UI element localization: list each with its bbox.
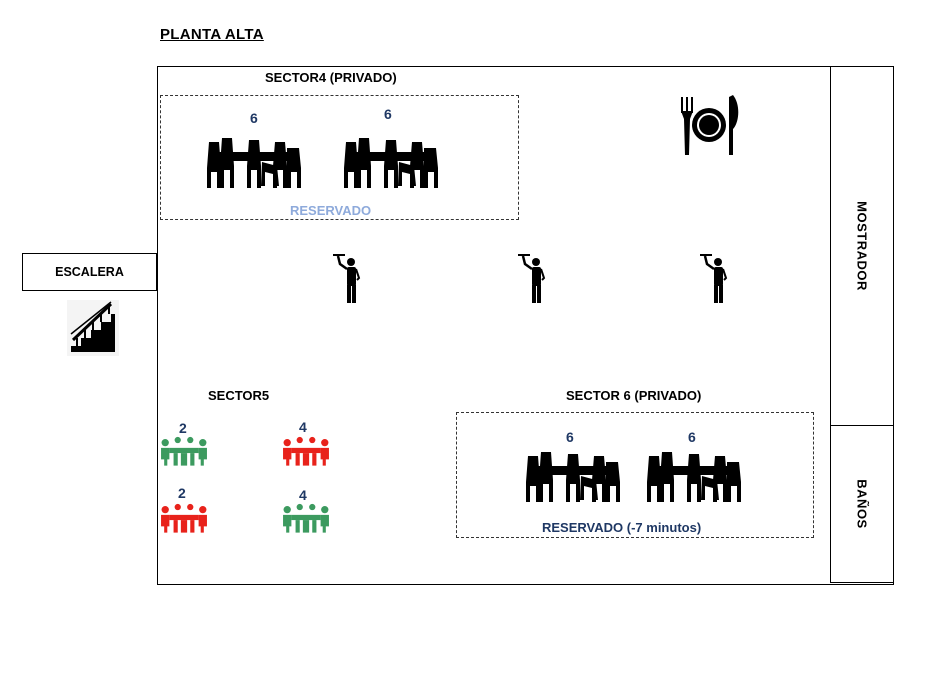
sector-4-area xyxy=(160,95,519,220)
waiter-icon xyxy=(331,250,361,308)
table-seat-count: 6 xyxy=(384,106,392,122)
table-seat-count: 6 xyxy=(250,110,258,126)
counter-area: MOSTRADOR xyxy=(830,66,894,426)
sector-6-label: SECTOR 6 (PRIVADO) xyxy=(566,388,702,403)
restrooms-label: BAÑOS xyxy=(854,479,870,529)
sector-6-area xyxy=(456,412,814,538)
table-six-icon[interactable] xyxy=(207,138,303,190)
table-group-icon[interactable] xyxy=(160,503,208,533)
dining-plate-icon xyxy=(677,95,741,157)
restrooms-area: BAÑOS xyxy=(830,425,894,583)
page-title: PLANTA ALTA xyxy=(160,26,264,43)
group-svg xyxy=(283,436,329,466)
table-seat-count: 2 xyxy=(178,485,186,501)
waiter-icon xyxy=(698,250,728,308)
table-group-icon[interactable] xyxy=(282,503,330,533)
counter-label: MOSTRADOR xyxy=(854,201,870,291)
table-group-icon[interactable] xyxy=(160,436,208,466)
stairs-icon xyxy=(67,300,119,356)
table-six-icon[interactable] xyxy=(526,452,622,504)
table-seat-count: 4 xyxy=(299,487,307,503)
table-six-icon[interactable] xyxy=(647,452,743,504)
table-seat-count: 4 xyxy=(299,419,307,435)
sector-5-label: SECTOR5 xyxy=(208,388,270,403)
table-six-icon[interactable] xyxy=(344,138,440,190)
sector-4-label: SECTOR4 (PRIVADO) xyxy=(265,70,397,85)
table-seat-count: 2 xyxy=(179,420,187,436)
reserved-status: RESERVADO (-7 minutos) xyxy=(542,520,702,535)
table-seat-count: 6 xyxy=(566,429,574,445)
group-svg xyxy=(161,436,207,466)
reserved-status: RESERVADO xyxy=(290,203,372,218)
stairs-label: ESCALERA xyxy=(22,253,157,291)
group-svg xyxy=(161,503,207,533)
waiter-icon xyxy=(516,250,546,308)
table-group-icon[interactable] xyxy=(282,436,330,466)
table-seat-count: 6 xyxy=(688,429,696,445)
group-svg xyxy=(283,503,329,533)
